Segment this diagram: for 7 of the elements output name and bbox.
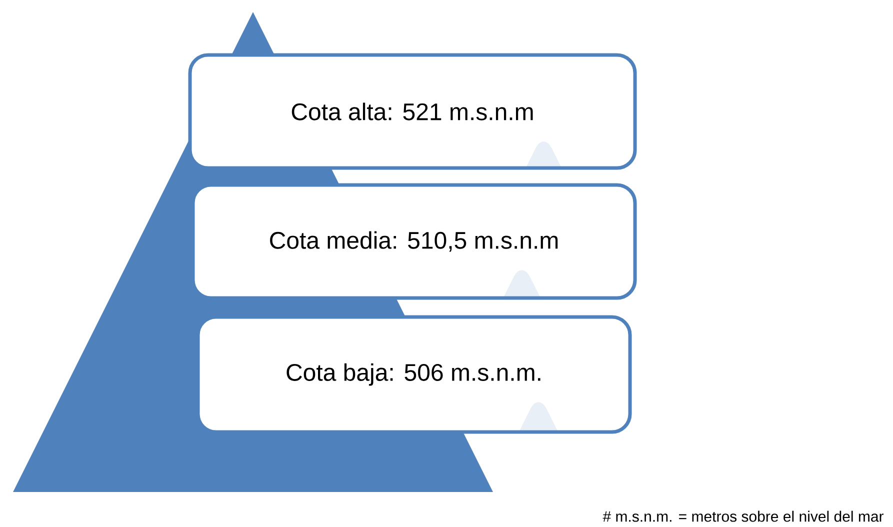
node-label: Cota baja: 506 m.s.n.m.: [286, 363, 540, 386]
level-box: Cota alta: 521 m.s.n.m: [188, 53, 637, 170]
level-box: Cota baja: 506 m.s.n.m.: [196, 315, 632, 434]
node-label: Cota media: 510,5 m.s.n.m: [270, 231, 558, 252]
node-label: Cota alta: 521 m.s.n.m: [292, 102, 533, 120]
footnote: # m.s.n.m. = metros sobre el nivel del mar: [602, 510, 884, 522]
level-box: Cota media: 510,5 m.s.n.m: [191, 183, 637, 300]
